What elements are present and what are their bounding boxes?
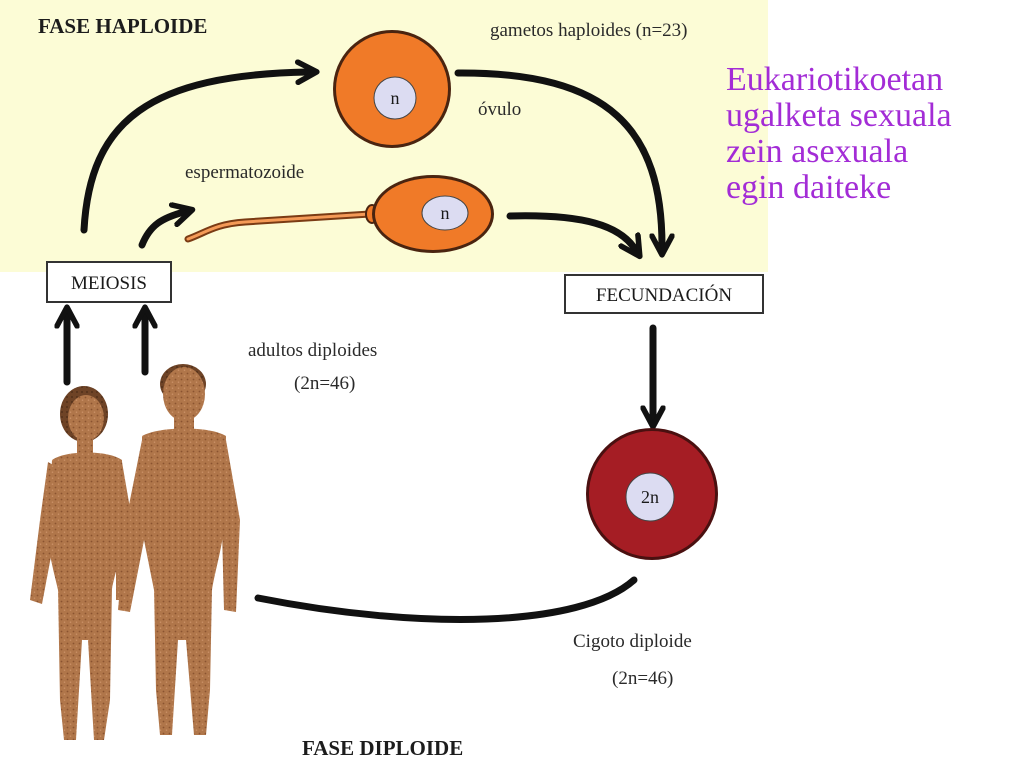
ovule-nucleus — [373, 76, 417, 120]
ovule-cell: n — [333, 30, 451, 148]
haploid-phase-title: FASE HAPLOIDE — [38, 14, 207, 38]
zygote-cell: 2n — [586, 428, 718, 560]
side-note-line-1: Eukariotikoetan — [726, 61, 944, 98]
ovule-nucleus-label: n — [391, 88, 400, 108]
meiosis-label: MEIOSIS — [71, 273, 147, 294]
meiosis-box: MEIOSIS — [46, 261, 172, 303]
woman-figure — [30, 386, 132, 740]
fertilization-label: FECUNDACIÓN — [596, 284, 732, 306]
side-note-line-4: egin daiteke — [726, 169, 892, 206]
zygote-label-line2: (2n=46) — [612, 668, 673, 689]
adults-label-line1: adultos diploides — [248, 340, 377, 361]
arrow-sperm-to-fertilization — [506, 212, 635, 249]
sperm-cell: n — [184, 175, 494, 253]
arrow-ovule-to-fertilization — [454, 69, 662, 246]
gametes-label: gametos haploides (n=23) — [490, 20, 688, 41]
sperm-nucleus — [421, 195, 469, 231]
side-note: Eukariotikoetan ugalketa sexuala zein as… — [726, 62, 1016, 206]
sperm-nucleus-label: n — [441, 203, 450, 223]
diploid-phase-title: FASE DIPLOIDE — [302, 736, 463, 760]
arrow-zygote-to-adults — [254, 576, 638, 623]
arrow-meiosis-to-sperm — [138, 212, 184, 249]
ovule-label: óvulo — [478, 99, 521, 120]
man-figure — [118, 364, 240, 735]
fertilization-box: FECUNDACIÓN — [564, 274, 764, 314]
zygote-label-line1: Cigoto diploide — [573, 631, 692, 652]
adults-label-line2: (2n=46) — [294, 373, 355, 394]
arrow-meiosis-to-ovule — [80, 72, 308, 234]
zygote-nucleus — [625, 472, 675, 522]
zygote-nucleus-label: 2n — [641, 487, 659, 507]
side-note-line-2: ugalketa sexuala — [726, 97, 952, 134]
side-note-line-3: zein asexuala — [726, 133, 909, 170]
sperm-label: espermatozoide — [185, 162, 304, 183]
